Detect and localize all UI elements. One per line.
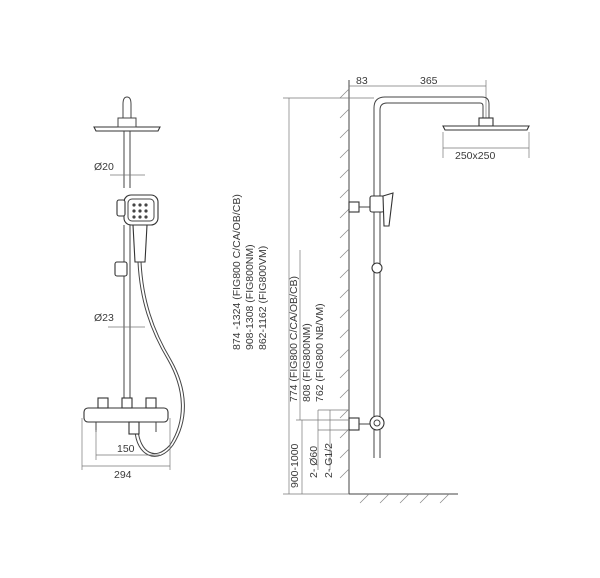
bracket-clamp (369, 195, 385, 213)
wall-inlet (348, 417, 360, 431)
shower-head (93, 126, 161, 132)
arm-length-label: 365 (420, 75, 438, 87)
height-range-c: 862-1162 (FIG800VM) (257, 246, 269, 350)
diameter-lower-label: Ø23 (94, 312, 114, 324)
left-front-view: Ø20 Ø23 150 (81, 96, 185, 481)
hand-shower-face (127, 198, 155, 222)
hose-outer (134, 261, 185, 457)
right-side-view: 83 365 250x250 (231, 75, 530, 504)
height-range-b: 908-1308 (FIG800NM) (244, 244, 256, 350)
spout-side (373, 430, 381, 458)
diameter-upper-label: Ø20 (94, 161, 114, 173)
height-range-a: 874 -1324 (FIG800 C/CA/OB/CB) (231, 194, 243, 350)
riser-height-a: 774 (FIG800 C/CA/OB/CB) (288, 276, 300, 402)
thermostatic-mixer (83, 407, 169, 423)
wall-offset-label: 83 (356, 75, 368, 87)
install-height-label: 900-1000 (289, 443, 301, 488)
mixer-riser-joint (121, 397, 133, 409)
mixer-side-body (369, 415, 385, 431)
shower-arm (373, 96, 490, 190)
head-size-label: 250x250 (455, 150, 495, 162)
wall-bracket (348, 201, 360, 213)
inlet-diameter-label: 2- Ø60 (308, 446, 320, 478)
hand-shower-side (382, 192, 394, 227)
spout-width-label: 150 (117, 443, 135, 455)
overall-width-label: 294 (114, 469, 132, 481)
spout (128, 421, 140, 435)
hose (137, 261, 182, 455)
slide-holder (116, 199, 126, 217)
mixer-knob-left (97, 397, 109, 409)
riser-height-c: 762 (FIG800 NB/VM) (314, 303, 326, 402)
top-bend (122, 96, 132, 118)
wall-hatch (339, 88, 350, 479)
head-connector-side (478, 117, 494, 127)
mixer-knob-right (145, 397, 157, 409)
floor-hatch (359, 493, 450, 504)
head-connector (117, 117, 137, 128)
slider-block (114, 261, 128, 277)
nozzle-grid (132, 203, 148, 219)
riser-height-b: 808 (FIG800NM) (301, 323, 313, 402)
shower-arm-inner (379, 102, 484, 190)
hand-shower-handle (132, 224, 148, 263)
inlet-thread-label: 2- G1/2 (323, 443, 335, 478)
slider-knob (371, 262, 383, 274)
shower-head-side (442, 125, 530, 131)
